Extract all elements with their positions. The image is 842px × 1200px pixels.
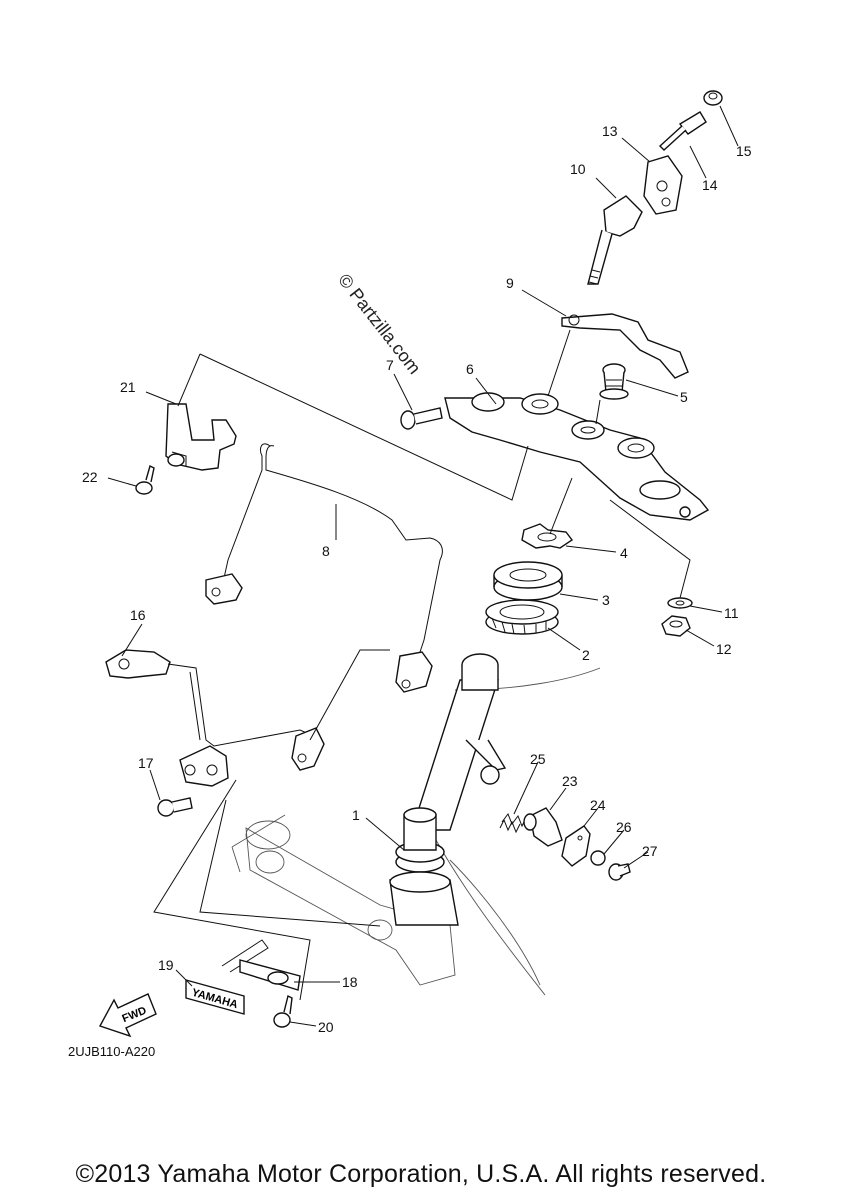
bearing-race-3 [493,561,563,601]
nut-12 [661,615,691,637]
diagram-code: 2UJB110-A220 [68,1044,156,1059]
callout-1: 1 [352,807,360,823]
washer-11 [667,597,693,609]
callout-13: 13 [602,123,618,139]
washer-26 [590,850,606,866]
callout-15: 15 [736,143,752,159]
callout-12: 12 [716,641,732,657]
leader-lines [107,105,739,1027]
yamaha-badge-19: YAMAHA [185,979,245,1015]
bolt-17 [157,797,193,817]
callout-8: 8 [322,543,330,559]
callout-22: 22 [82,469,98,485]
fwd-arrow: FWD [98,993,157,1038]
callout-labels: 1 2 3 4 5 6 7 8 9 10 11 12 13 14 15 16 1… [82,123,752,1035]
holder-cap-13 [643,155,683,215]
callout-7: 7 [386,357,394,373]
plate-9 [561,313,689,379]
callout-4: 4 [620,545,628,561]
callout-11: 11 [724,605,739,621]
callout-10: 10 [570,161,586,177]
holder-10 [587,195,643,285]
bracket-21 [165,403,237,471]
callout-2: 2 [582,647,590,663]
steering-stem [389,653,507,926]
upper-bracket [444,392,710,521]
screw-27 [608,863,631,881]
switch-23 [523,807,563,847]
callout-23: 23 [562,773,578,789]
callout-3: 3 [602,592,610,608]
screw-20 [273,994,293,1028]
callout-27: 27 [642,843,658,859]
callout-20: 20 [318,1019,334,1035]
callout-5: 5 [680,389,688,405]
frame-outline [231,667,601,996]
callout-26: 26 [616,819,632,835]
bolt-5 [599,363,629,400]
callout-17: 17 [138,755,154,771]
callout-24: 24 [590,797,606,813]
callout-6: 6 [466,361,474,377]
spring-25 [499,812,527,834]
plate-24 [561,825,591,867]
copyright-notice: ©2013 Yamaha Motor Corporation, U.S.A. A… [75,1160,767,1188]
nut-15 [703,90,723,106]
callout-16: 16 [130,607,146,623]
callout-18: 18 [342,974,358,990]
callout-21: 21 [120,379,136,395]
callout-25: 25 [530,751,546,767]
screw-22 [135,464,155,495]
bolt-14 [658,111,707,151]
callout-9: 9 [506,275,514,291]
lock-washer-4 [521,523,574,549]
callout-19: 19 [158,957,174,973]
assembly-lines [153,329,691,1001]
callout-14: 14 [702,177,718,193]
steering-parts-diagram: YAMAHA FWD [82,90,752,1038]
bracket-16 [105,649,325,787]
cable-8 [205,443,443,693]
bracket-18 [221,939,301,991]
bearing-2 [485,599,559,635]
bolt-7 [400,407,443,430]
